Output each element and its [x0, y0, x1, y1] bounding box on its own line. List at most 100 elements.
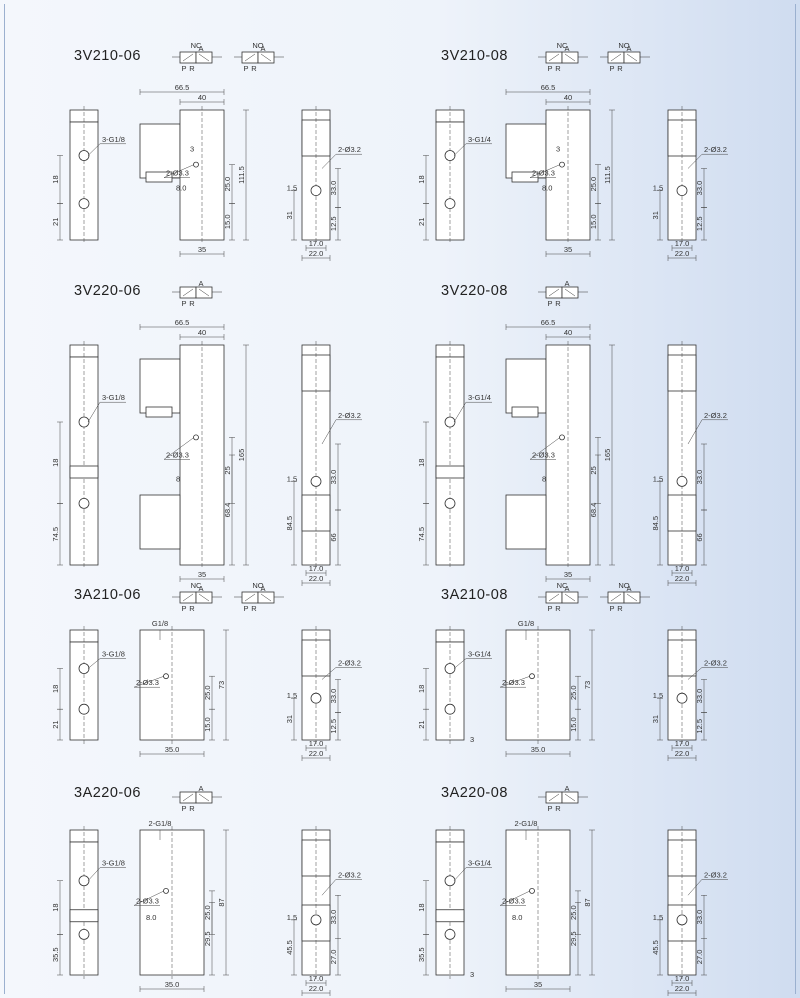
- leader-line: [163, 437, 195, 460]
- dim-left-low: 21: [51, 218, 60, 226]
- dim-width-body: 40: [564, 328, 572, 337]
- port-hole: [444, 497, 456, 509]
- dim-height-total: 73: [583, 681, 592, 689]
- symbol-port-p: P: [181, 64, 186, 73]
- dim-width-body: 40: [198, 93, 206, 102]
- symbol-arrow: [548, 793, 560, 802]
- leader-line: [163, 164, 195, 178]
- symbol-port-p: P: [243, 604, 248, 613]
- symbol-port-a: A: [260, 584, 265, 593]
- mount-callout: 2-Ø3.3: [532, 169, 555, 178]
- dim-mid: 25.0: [203, 685, 212, 700]
- symbol-port-p: P: [609, 64, 614, 73]
- port-callout: 3-G1/8: [102, 393, 125, 402]
- leader-line: [133, 890, 165, 906]
- dim-height-total: 111.5: [237, 166, 246, 184]
- dim-side-w2: 22.0: [675, 574, 690, 583]
- solenoid-coil-lower: [505, 494, 547, 550]
- symbol-port-a: A: [564, 279, 569, 288]
- symbol-label: NC: [191, 581, 202, 590]
- top-port-label: 2-G1/8: [515, 819, 538, 828]
- dim-width-total: 66.5: [541, 83, 556, 92]
- coil-connector: [145, 406, 173, 418]
- dim-side-h: 45.5: [285, 940, 294, 955]
- leader-line: [133, 675, 165, 688]
- dim-base: 35: [564, 245, 572, 254]
- leader-line: [687, 879, 703, 896]
- mount-hole: [163, 888, 169, 894]
- dim-side-w1: 17.0: [675, 974, 690, 983]
- dim-pitch: 8.0: [512, 913, 522, 922]
- symbol-port-p: P: [181, 804, 186, 813]
- symbol-port-a: A: [260, 44, 265, 53]
- dim-base: 35: [198, 245, 206, 254]
- dim-side-h: 45.5: [651, 940, 660, 955]
- symbol-port-a: A: [564, 784, 569, 793]
- dim-side-low: 12.5: [695, 719, 704, 734]
- mount-callout: 2-Ø3.3: [532, 450, 555, 459]
- dim-left-low: 35.5: [51, 947, 60, 962]
- dim-side-low: 66: [329, 533, 338, 541]
- port-hole: [444, 929, 456, 940]
- symbol-label: NO: [618, 581, 629, 590]
- port-hole: [444, 198, 456, 210]
- leader-line: [87, 867, 101, 881]
- dim-left-mid: 18: [51, 903, 60, 911]
- coil-cap-lower: [435, 909, 465, 923]
- leader-line: [453, 402, 467, 423]
- dim-side-w2: 22.0: [675, 984, 690, 993]
- side-hole-callout: 2-Ø3.2: [338, 658, 361, 667]
- port-callout: 3-G1/8: [102, 135, 125, 144]
- dim-side-mid: 33.0: [329, 181, 338, 196]
- leader-line: [453, 143, 467, 156]
- dim-left-low: 74.5: [51, 527, 60, 542]
- dim-left-low: 21: [417, 218, 426, 226]
- symbol-arrow: [564, 593, 576, 602]
- symbol-port-a: A: [198, 784, 203, 793]
- dim-side-off: 1.5: [287, 474, 297, 483]
- symbol-port-p: P: [181, 299, 186, 308]
- port-callout: 3-G1/4: [468, 859, 491, 868]
- side-hole-callout: 2-Ø3.2: [338, 870, 361, 879]
- mount-hole: [529, 673, 535, 680]
- dim-mid: 25: [589, 466, 598, 474]
- mount-callout: 2-Ø3.3: [166, 450, 189, 459]
- dim-side-mid: 33.0: [329, 910, 338, 925]
- leader-line: [321, 667, 337, 680]
- dim-width-total: 66.5: [175, 83, 190, 92]
- coil-cap-lower: [69, 465, 99, 479]
- leader-line: [687, 667, 703, 680]
- symbol-port-r: R: [251, 604, 257, 613]
- symbol-port-a: A: [564, 44, 569, 53]
- symbol-port-r: R: [251, 64, 257, 73]
- dim-side-w1: 17.0: [675, 564, 690, 573]
- dim-mid: 25: [223, 466, 232, 474]
- mount-hole: [193, 161, 199, 168]
- dim-height-total: 87: [217, 898, 226, 906]
- leader-line: [87, 402, 101, 423]
- symbol-port-p: P: [609, 604, 614, 613]
- dim-side-off: 1.5: [653, 913, 663, 922]
- port-hole: [444, 150, 456, 161]
- leader-line: [529, 437, 561, 460]
- port-hole: [676, 475, 688, 487]
- symbol-arrow: [182, 593, 194, 602]
- mount-hole: [559, 161, 565, 168]
- dim-side-w2: 22.0: [309, 984, 324, 993]
- right-view: 2-Ø3.233.027.01.545.517.022.0: [651, 826, 728, 996]
- dim-side-h: 31: [651, 715, 660, 723]
- symbol-port-r: R: [617, 64, 623, 73]
- leader-line: [321, 419, 337, 445]
- port-hole: [78, 663, 90, 674]
- dim-side-w1: 17.0: [675, 739, 690, 748]
- mount-hole: [193, 434, 199, 441]
- leader-line: [499, 675, 531, 688]
- symbol-arrow: [548, 53, 560, 62]
